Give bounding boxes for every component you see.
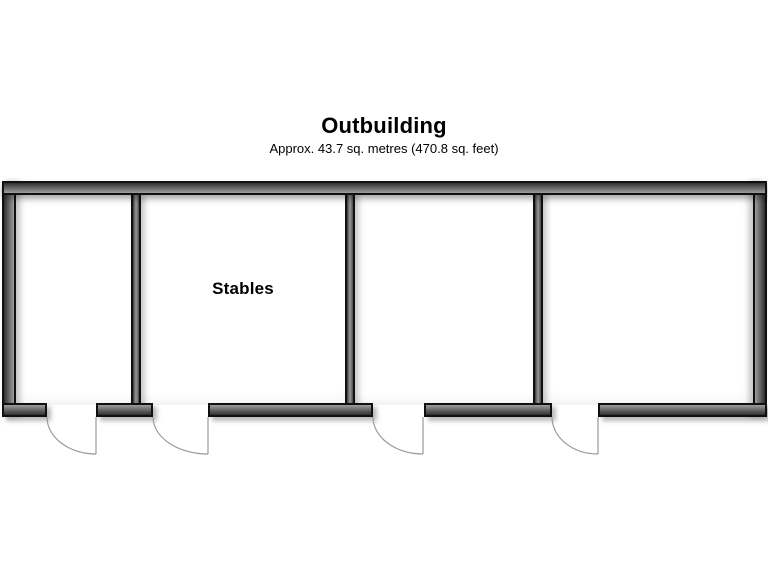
wall-bottom-segment-3 xyxy=(208,403,373,417)
door-arc-1 xyxy=(46,416,97,455)
floorplan: Stables xyxy=(2,181,767,455)
wall-right xyxy=(753,181,767,417)
wall-bottom-segment-5 xyxy=(598,403,767,417)
building-interior xyxy=(14,193,755,405)
door-arc-3 xyxy=(372,416,424,455)
room-label-stables: Stables xyxy=(212,279,274,298)
wall-bottom-segment-4 xyxy=(424,403,552,417)
door-arc-4 xyxy=(551,416,599,455)
divider-wall-1 xyxy=(131,193,141,405)
area-subtitle: Approx. 43.7 sq. metres (470.8 sq. feet) xyxy=(269,141,499,156)
plan-header: Outbuilding Approx. 43.7 sq. metres (470… xyxy=(0,113,768,157)
divider-wall-2 xyxy=(345,193,355,405)
divider-wall-3 xyxy=(533,193,543,405)
wall-top xyxy=(2,181,767,195)
wall-bottom-segment-1 xyxy=(2,403,47,417)
wall-bottom-segment-2 xyxy=(96,403,153,417)
door-arc-2 xyxy=(152,416,209,455)
page-title: Outbuilding xyxy=(321,113,447,138)
wall-left xyxy=(2,181,16,417)
